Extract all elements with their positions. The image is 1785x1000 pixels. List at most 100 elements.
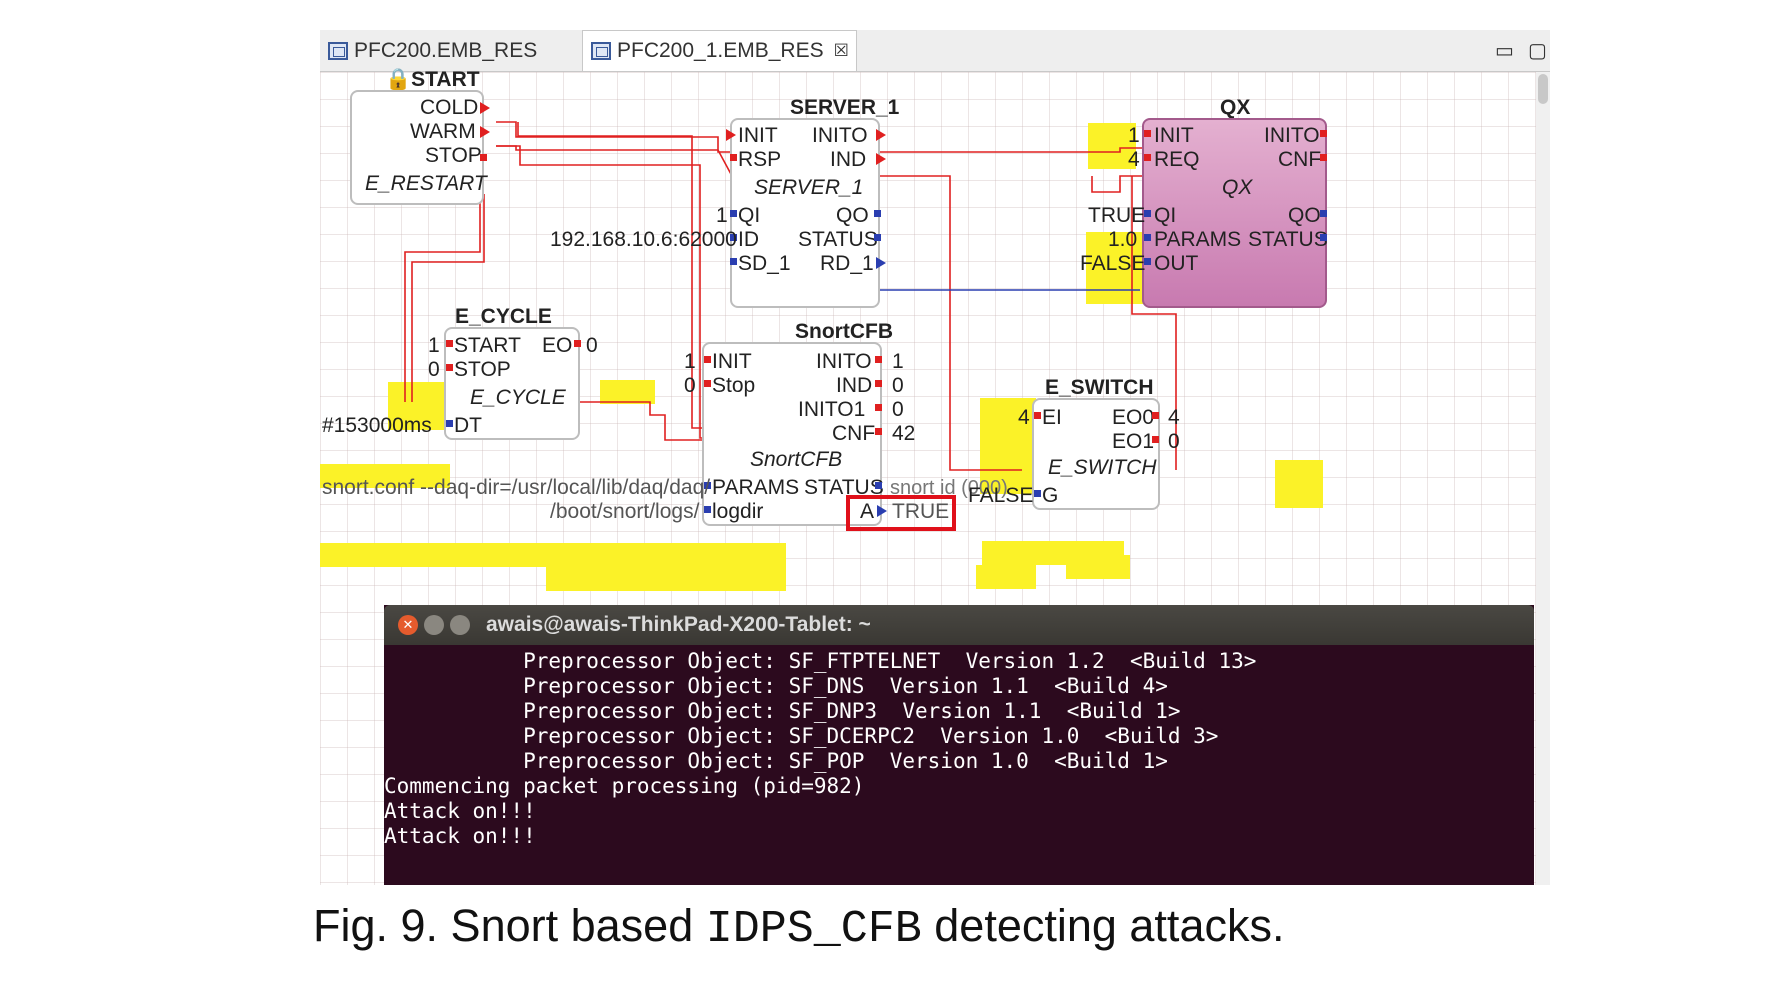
data-input-pin[interactable]: [704, 506, 711, 513]
event-input-pin[interactable]: [730, 154, 737, 161]
eswitch-block-title: E_SWITCH: [1045, 376, 1154, 399]
scrollbar-thumb[interactable]: [1538, 74, 1548, 104]
data-input-pin[interactable]: [1034, 490, 1041, 497]
start-function-block[interactable]: [350, 90, 484, 205]
close-tab-icon[interactable]: ☒: [833, 41, 849, 60]
event-output-pin[interactable]: [876, 129, 886, 141]
event-output-pin[interactable]: [480, 126, 490, 138]
data-input-pin[interactable]: [1144, 210, 1151, 217]
data-input-pin[interactable]: [704, 482, 711, 489]
event-output-pin[interactable]: [875, 404, 882, 411]
maximize-icon[interactable]: ▢: [1528, 40, 1547, 62]
server-param-id: 192.168.10.6:62000: [550, 228, 737, 251]
snort-input-init: INIT: [712, 350, 752, 373]
event-output-pin[interactable]: [1152, 436, 1159, 443]
event-input-pin[interactable]: [446, 340, 453, 347]
event-output-pin[interactable]: [1320, 154, 1327, 161]
event-output-pin[interactable]: [1320, 130, 1327, 137]
event-output-pin[interactable]: [875, 428, 882, 435]
eswitch-value-eo1: 0: [1168, 430, 1180, 453]
ecycle-value-eo: 0: [586, 334, 598, 357]
highlight: [976, 565, 1036, 589]
caption-code: IDPS_CFB: [705, 904, 922, 955]
highlight: [1275, 460, 1323, 508]
lock-icon: 🔒: [385, 68, 412, 91]
eswitch-block-type: E_SWITCH: [1048, 456, 1157, 479]
qx-input-out: OUT: [1154, 252, 1199, 275]
data-output-pin[interactable]: [874, 234, 881, 241]
event-output-pin[interactable]: [875, 356, 882, 363]
ecycle-value-dt: #153000ms: [322, 414, 432, 437]
data-input-pin[interactable]: [730, 210, 737, 217]
snort-value-ind: 0: [892, 374, 904, 397]
qx-function-block[interactable]: [1142, 118, 1327, 308]
data-output-pin[interactable]: [877, 505, 887, 517]
data-output-pin[interactable]: [874, 210, 881, 217]
qx-input-init: INIT: [1154, 124, 1194, 147]
close-icon[interactable]: ✕: [398, 615, 418, 635]
data-output-pin[interactable]: [1320, 234, 1327, 241]
qx-input-req: REQ: [1154, 148, 1200, 171]
resource-icon: [328, 41, 348, 60]
event-output-pin[interactable]: [876, 153, 886, 165]
ide-screenshot: PFC200.EMB_RES PFC200_1.EMB_RES ☒ ▭ ▢: [320, 30, 1550, 885]
server-output-qo: QO: [836, 204, 869, 227]
event-input-pin[interactable]: [726, 129, 736, 141]
event-wire: [880, 147, 1144, 153]
snort-value-a: TRUE: [892, 500, 950, 523]
maximize-icon[interactable]: [450, 615, 470, 635]
event-input-pin[interactable]: [1144, 130, 1151, 137]
event-input-pin[interactable]: [704, 380, 711, 387]
data-input-pin[interactable]: [446, 420, 453, 427]
server-input-id: ID: [738, 228, 759, 251]
ecycle-function-block[interactable]: [444, 327, 580, 440]
snort-value-logdir: /boot/snort/logs/: [550, 500, 700, 523]
event-wire: [880, 175, 1022, 471]
data-input-pin[interactable]: [730, 258, 737, 265]
qx-block-title: QX: [1220, 96, 1251, 119]
eswitch-input-g: G: [1042, 484, 1059, 507]
tab-label: PFC200.EMB_RES: [354, 38, 538, 62]
qx-value-params: 1.0: [1108, 228, 1138, 251]
ecycle-input-start: START: [454, 334, 521, 357]
caption-prefix: Fig. 9. Snort based: [313, 900, 706, 951]
data-output-pin[interactable]: [876, 257, 886, 269]
server-output-inito: INITO: [812, 124, 868, 147]
data-output-pin[interactable]: [1320, 210, 1327, 217]
event-input-pin[interactable]: [1144, 154, 1151, 161]
data-input-pin[interactable]: [1144, 234, 1151, 241]
terminal-line: Preprocessor Object: SF_DNP3 Version 1.1…: [384, 699, 1181, 723]
start-block-title: 🔒START: [385, 68, 480, 92]
event-output-pin[interactable]: [480, 154, 487, 161]
editor-tab-bar: PFC200.EMB_RES PFC200_1.EMB_RES ☒ ▭ ▢: [320, 30, 1550, 72]
ecycle-value-stop: 0: [428, 358, 440, 381]
resource-icon: [591, 42, 611, 60]
highlight: [546, 567, 786, 591]
event-wire: [1131, 176, 1177, 470]
event-output-pin[interactable]: [574, 340, 581, 347]
snort-output-cnf: CNF: [832, 422, 876, 445]
eswitch-function-block[interactable]: [1032, 398, 1160, 510]
data-input-pin[interactable]: [730, 234, 737, 241]
event-output-pin[interactable]: [875, 380, 882, 387]
server-output-rd1: RD_1: [820, 252, 874, 275]
event-input-pin[interactable]: [1034, 412, 1041, 419]
tab-pfc200-1-emb-res[interactable]: PFC200_1.EMB_RES ☒: [582, 30, 857, 71]
qx-value-req: 4: [1128, 148, 1140, 171]
terminal-window[interactable]: ✕ awais@awais-ThinkPad-X200-Tablet: ~ Pr…: [384, 605, 1534, 885]
qx-value-init: 1: [1128, 124, 1140, 147]
minimize-icon[interactable]: [424, 615, 444, 635]
tab-pfc200-emb-res[interactable]: PFC200.EMB_RES: [320, 30, 575, 71]
snort-value-inito: 1: [892, 350, 904, 373]
event-output-pin[interactable]: [1152, 412, 1159, 419]
event-output-pin[interactable]: [480, 102, 490, 114]
vertical-scrollbar[interactable]: [1536, 72, 1550, 885]
data-input-pin[interactable]: [1144, 258, 1151, 265]
event-input-pin[interactable]: [446, 364, 453, 371]
ecycle-block-title: E_CYCLE: [455, 305, 552, 328]
minimize-icon[interactable]: ▭: [1495, 40, 1514, 62]
terminal-title-bar[interactable]: ✕ awais@awais-ThinkPad-X200-Tablet: ~: [384, 605, 1534, 645]
data-output-pin[interactable]: [875, 482, 882, 489]
start-output-stop: STOP: [425, 144, 482, 167]
event-input-pin[interactable]: [704, 356, 711, 363]
